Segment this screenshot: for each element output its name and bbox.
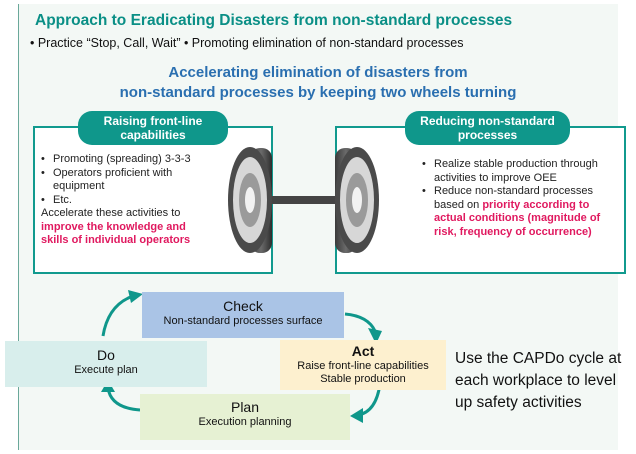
left-wheel	[228, 147, 272, 253]
subtitle-line-1: Accelerating elimination of disasters fr…	[168, 64, 468, 81]
reduce-non-standard-pill: Reducing non-standard processes	[405, 111, 570, 145]
left-panel-text: Promoting (spreading) 3-3-3 Operators pr…	[41, 153, 199, 248]
arrow-check-to-act	[344, 312, 377, 332]
pill-line-2: processes	[457, 128, 518, 142]
practice-bullets: • Practice “Stop, Call, Wait” • Promotin…	[30, 36, 464, 50]
plan-desc: Execution planning	[198, 416, 292, 428]
plan-title: Plan	[230, 399, 260, 415]
list-item: Reduce non-standard processes based on p…	[422, 185, 622, 239]
do-box: Do Execute plan	[5, 341, 207, 387]
list-item: Operators proficient with equipment	[41, 167, 199, 194]
act-desc-2: Stable production	[320, 373, 406, 385]
act-desc-1: Raise front-line capabilities	[297, 360, 429, 372]
act-box: Act Raise front-line capabilities Stable…	[280, 340, 446, 390]
do-title: Do	[97, 347, 115, 363]
list-item: Promoting (spreading) 3-3-3	[41, 153, 199, 167]
subtitle-line-2: non-standard processes by keeping two wh…	[119, 84, 517, 101]
summary-highlight: improve the knowledge and skills of indi…	[41, 220, 191, 247]
check-desc: Non-standard processes surface	[163, 315, 323, 327]
summary-text: Accelerate these activities to	[41, 207, 181, 219]
left-panel-summary: Accelerate these activities to improve t…	[41, 207, 201, 248]
arrow-do-to-check	[101, 294, 134, 337]
check-title: Check	[223, 298, 263, 314]
axle	[258, 196, 346, 204]
front-line-capabilities-pill: Raising front-line capabilities	[78, 111, 228, 145]
right-panel-text: Realize stable production through activi…	[422, 158, 622, 239]
right-wheel	[335, 147, 379, 253]
do-desc: Execute plan	[74, 364, 138, 376]
pill-line-1: Raising front-line	[103, 114, 203, 128]
left-border-line	[18, 4, 19, 450]
act-title: Act	[351, 343, 375, 359]
capdo-side-note: Use the CAPDo cycle at each workplace to…	[455, 350, 622, 411]
pill-line-1: Reducing non-standard	[420, 114, 555, 128]
pill-line-2: capabilities	[120, 128, 186, 142]
list-item: Realize stable production through activi…	[422, 158, 622, 185]
page-title: Approach to Eradicating Disasters from n…	[35, 12, 513, 29]
plan-box: Plan Execution planning	[140, 394, 350, 440]
item-highlight: priority according to actual conditions …	[434, 198, 601, 238]
list-item: Etc.	[41, 194, 199, 208]
check-box: Check Non-standard processes surface	[142, 292, 344, 338]
item-prefix: Reduce non-standard processes based on	[434, 185, 593, 211]
